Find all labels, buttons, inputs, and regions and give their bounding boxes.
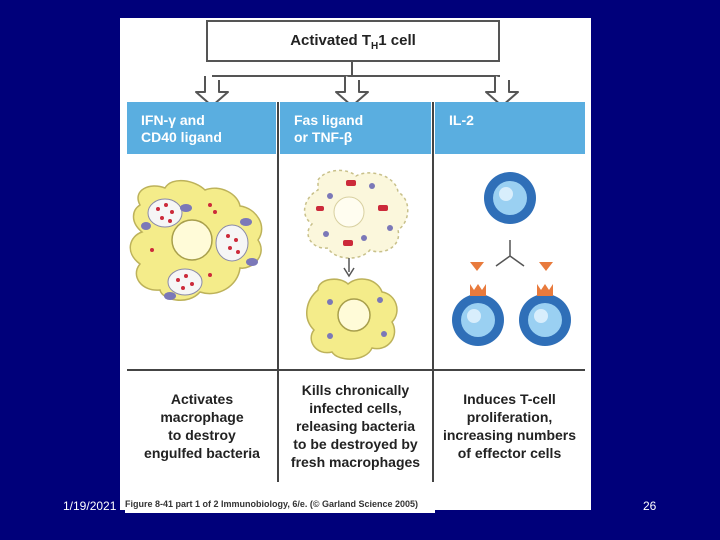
figure-credit: Figure 8-41 part 1 of 2 Immunobiology, 6…: [125, 495, 435, 513]
caption-line: to be destroyed by: [293, 435, 418, 452]
header-ifn: IFN-γ and CD40 ligand: [127, 102, 276, 154]
caption-line: fresh macrophages: [290, 453, 421, 470]
caption-line: releasing bacteria: [295, 417, 416, 434]
header-line: CD40 ligand: [141, 129, 222, 145]
caption-line: Kills chronically: [301, 381, 410, 398]
t-cell-illustration: [452, 172, 571, 346]
dying-cell-illustration: [303, 169, 409, 278]
caption-line: macrophage: [160, 408, 244, 425]
caption-ifn: Activates macrophage to destroy engulfed…: [127, 370, 277, 481]
caption-line: of effector cells: [457, 444, 562, 461]
caption-line: engulfed bacteria: [144, 444, 260, 461]
slide-date: 1/19/2021: [63, 499, 117, 513]
row-divider: [127, 369, 585, 371]
header-line: Fas ligand: [294, 112, 364, 128]
caption-line: Induces T-cell: [463, 390, 556, 407]
header-line: IL-2: [449, 112, 474, 128]
caption-line: Activates: [170, 390, 234, 407]
macrophage-illustration: [129, 179, 263, 301]
column-divider: [432, 102, 434, 482]
caption-line: infected cells,: [309, 399, 402, 416]
caption-il2: Induces T-cell proliferation, increasing…: [434, 370, 585, 481]
slide-number: 26: [643, 499, 657, 513]
caption-line: to destroy: [168, 426, 236, 443]
caption-fas: Kills chronically infected cells, releas…: [279, 370, 432, 481]
title-text: Activated T: [290, 32, 372, 49]
title-subscript: H: [371, 41, 379, 52]
column-divider: [277, 102, 279, 482]
header-line: or TNF-β: [294, 129, 353, 145]
header-line: IFN-γ and: [141, 112, 205, 128]
title-box: Activated TH1 cell: [206, 20, 500, 62]
header-il2: IL-2: [435, 102, 585, 154]
fresh-macrophage-illustration: [306, 278, 398, 360]
caption-line: proliferation,: [466, 408, 553, 425]
header-fas: Fas ligand or TNF-β: [280, 102, 431, 154]
caption-line: increasing numbers: [442, 426, 577, 443]
title-suffix: 1 cell: [378, 32, 416, 49]
